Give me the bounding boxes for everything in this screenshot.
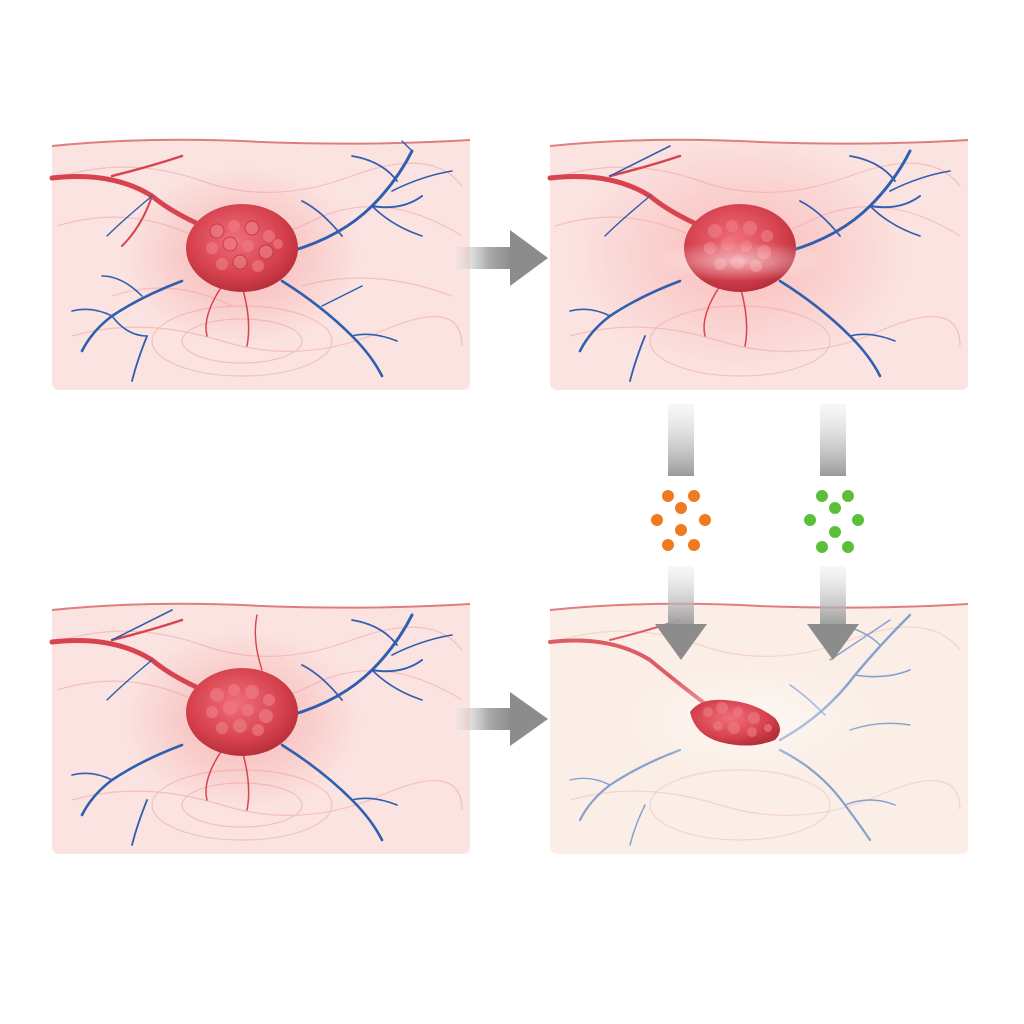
vein-vessels bbox=[569, 145, 951, 382]
arrow-right-bottom bbox=[456, 692, 548, 746]
green-particles bbox=[804, 490, 864, 553]
arrow-down-left-lower bbox=[655, 566, 707, 660]
shrunken-tumor-mass bbox=[690, 699, 780, 746]
panel-treated-shrunken-tumor bbox=[548, 602, 969, 854]
panel-vascularized-tumor-copy bbox=[49, 602, 471, 854]
panel-untreated-vascularized-tumor bbox=[49, 138, 471, 390]
panel-inflamed-vascularized-tumor bbox=[547, 134, 969, 390]
tissue-surface-edge bbox=[51, 138, 471, 147]
vein-vessels bbox=[71, 609, 453, 846]
vein-vessels bbox=[71, 140, 453, 382]
tumor-mass bbox=[186, 204, 298, 292]
arrow-right-top bbox=[456, 230, 548, 286]
tissue-texture bbox=[559, 626, 961, 841]
tissue-surface-edge bbox=[549, 602, 969, 611]
mist-overlay bbox=[650, 241, 830, 281]
tumor-mass bbox=[186, 668, 298, 756]
tissue-surface-edge bbox=[51, 602, 471, 611]
arrow-down-right-lower bbox=[807, 566, 859, 660]
arrow-down-right-upper bbox=[820, 404, 846, 476]
arrow-down-left-upper bbox=[668, 404, 694, 476]
orange-particles bbox=[651, 490, 711, 551]
